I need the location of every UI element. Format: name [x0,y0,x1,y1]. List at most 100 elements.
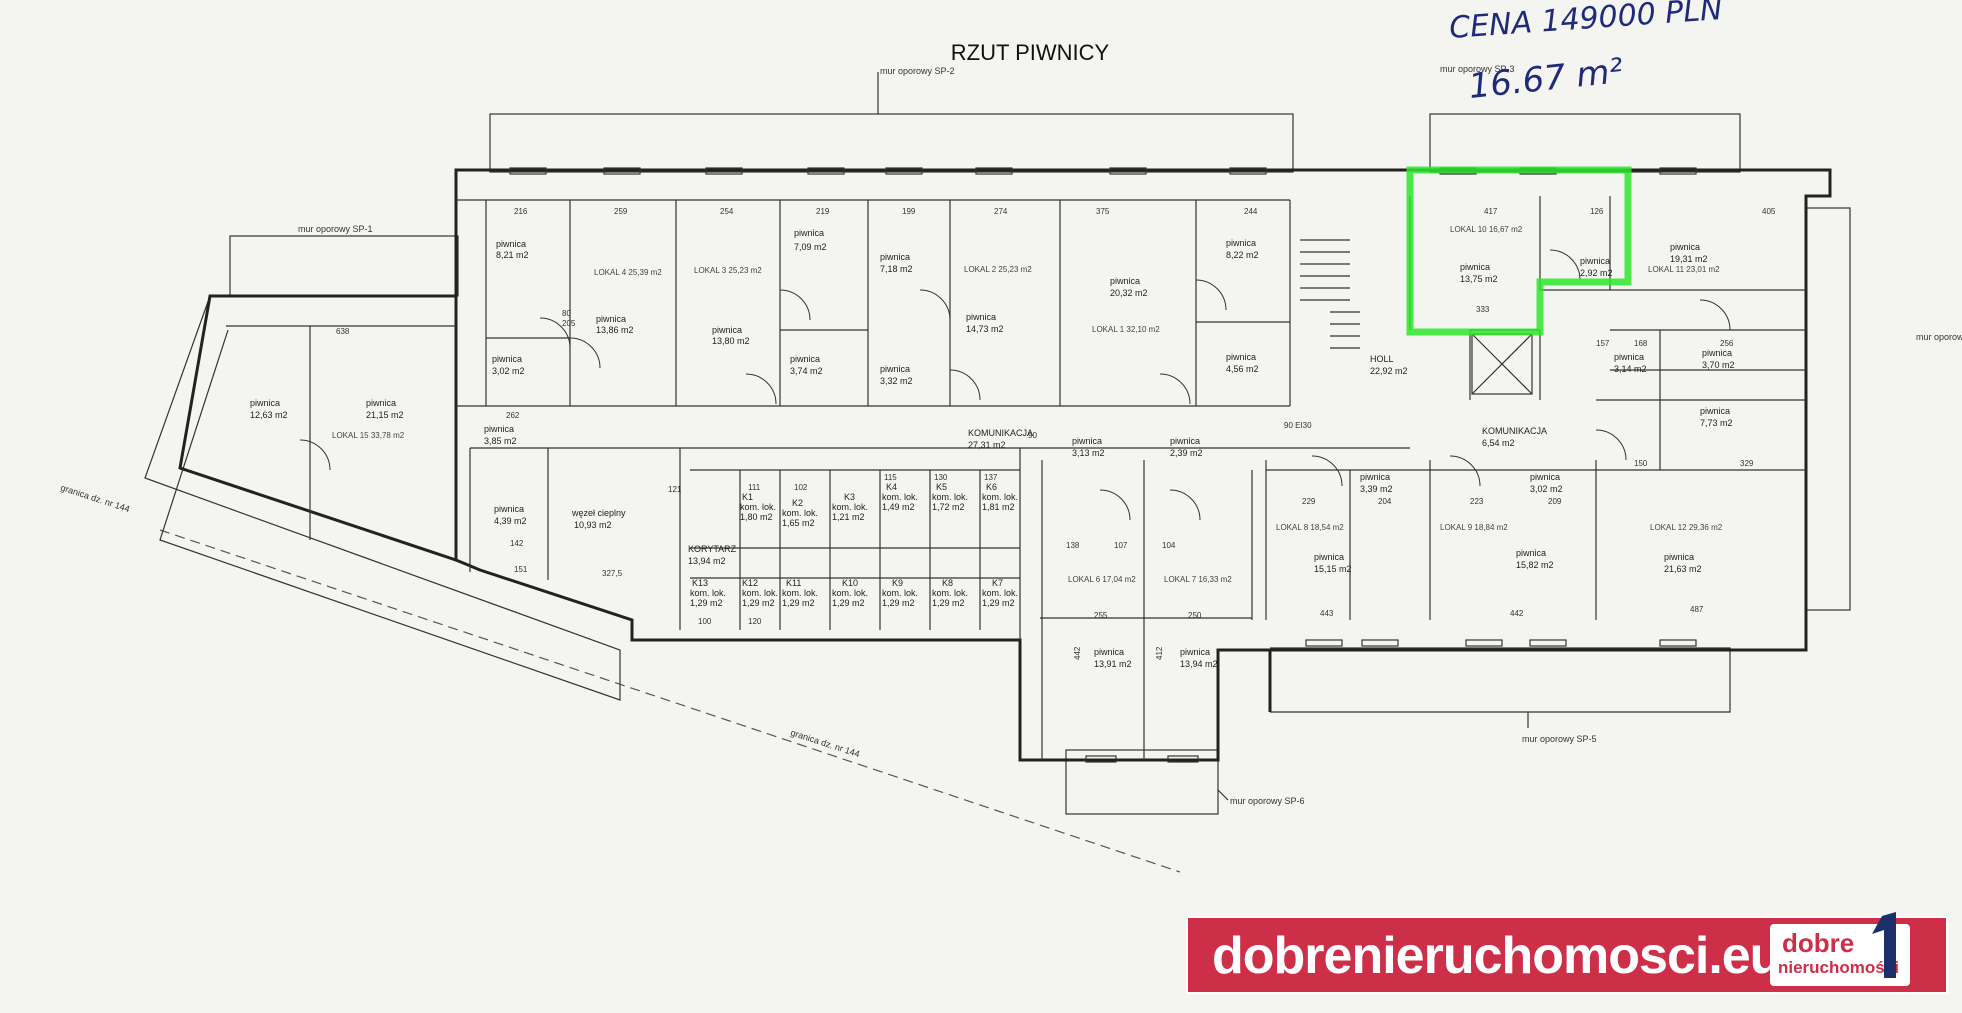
locker-k9-name: kom. lok. [882,588,918,598]
room-r29-area: 3,70 m2 [1702,360,1735,370]
locker-k6-name: kom. lok. [982,492,1018,502]
locker-k1-code: K1 [742,492,753,502]
room-r11-area: 3,32 m2 [880,376,913,386]
locker-k5-name: kom. lok. [932,492,968,502]
locker-labels-bottom: K13 kom. lok. 1,29 m2 K12 kom. lok. 1,29… [690,578,1018,608]
retaining-walls [144,113,1851,815]
dim-137: 137 [984,473,998,482]
locker-k2-code: K2 [792,498,803,508]
dim-115: 115 [884,473,897,482]
room-r18-area: 27,31 m2 [968,440,1006,450]
room-r27-area: 19,31 m2 [1670,254,1708,264]
room-r26-area: 2,92 m2 [1580,268,1613,278]
room-r28-area: 3,14 m2 [1614,364,1647,374]
dim-333: 333 [1476,305,1490,314]
label-east-wall: mur oporowy [1916,332,1962,342]
locker-k6-code: K6 [986,482,997,492]
dim-442: 442 [1510,609,1524,618]
locker-labels-top: K1 kom. lok. 1,80 m2 K2 kom. lok. 1,65 m… [740,482,1018,528]
locker-k12-code: K12 [742,578,758,588]
locker-k2-area: 1,65 m2 [782,518,815,528]
room-r31-name: piwnica [1700,406,1730,416]
room-r1-name: piwnica [496,239,526,249]
locker-k11-name: kom. lok. [782,588,818,598]
dim-126: 126 [1590,207,1604,216]
room-r18-name: KOMUNIKACJA [968,428,1033,438]
room-r19-area: 13,94 m2 [688,556,726,566]
branding-banner[interactable]: dobrenieruchomosci.eu dobre nieruchomośc… [1186,912,1948,994]
room-r21-area: 2,39 m2 [1170,448,1203,458]
room-r1-area: 8,21 m2 [496,250,529,260]
room-r8-area: 8,22 m2 [1226,250,1259,260]
room-r12-area: 4,56 m2 [1226,364,1259,374]
dim-256: 256 [1720,339,1734,348]
room-r25-lokal: LOKAL 10 16,67 m2 [1450,225,1523,234]
room-r30-name: KOMUNIKACJA [1482,426,1547,436]
room-r14-lokal: LOKAL 15 33,78 m2 [332,431,405,440]
room-r2-name: piwnica [596,314,626,324]
room-r17-area: 10,93 m2 [574,520,612,530]
room-r16-name: piwnica [494,504,524,514]
door-80: 80 [562,309,571,318]
locker-k4-code: K4 [886,482,897,492]
room-r2-lokal: LOKAL 4 25,39 m2 [594,268,662,277]
room-r35-name: piwnica [1516,548,1546,558]
dim-104: 104 [1162,541,1176,550]
dim-219: 219 [816,207,830,216]
locker-k13-area: 1,29 m2 [690,598,723,608]
dim-274: 274 [994,207,1008,216]
room-r34-lokal: LOKAL 8 18,54 m2 [1276,523,1344,532]
room-r35-area: 15,82 m2 [1516,560,1554,570]
room-r14-name: piwnica [366,398,396,408]
room-r17-name: węzeł cieplny [571,508,626,518]
room-r32-name: piwnica [1360,472,1390,482]
locker-k8-name: kom. lok. [932,588,968,598]
logo-text-top: dobre [1782,928,1855,958]
dim-244: 244 [1244,207,1258,216]
room-r27-lokal: LOKAL 11 23,01 m2 [1648,265,1720,274]
locker-k10-code: K10 [842,578,858,588]
dim-262: 262 [506,411,520,420]
dim-138: 138 [1066,541,1080,550]
boundary-label-south: granica dz. nr 144 [789,727,861,759]
room-r6-name: piwnica [966,312,996,322]
room-r28-name: piwnica [1614,352,1644,362]
room-r19-name: KORYTARZ [688,544,737,554]
dim-151: 151 [514,565,528,574]
room-r23-lokal: LOKAL 7 16,33 m2 [1164,575,1232,584]
logo-number-one-icon [1872,912,1896,978]
handwritten-price: CENA 149000 PLN [1448,0,1723,46]
locker-dividers [739,470,981,630]
room-r15-area: 3,85 m2 [484,436,517,446]
room-r31-area: 7,73 m2 [1700,418,1733,428]
room-r11-name: piwnica [880,364,910,374]
locker-k2-name: kom. lok. [782,508,818,518]
dim-107: 107 [1114,541,1128,550]
label-sp6: mur oporowy SP-6 [1230,796,1305,806]
room-r6-lokal: LOKAL 2 25,23 m2 [964,265,1032,274]
room-r4-area: 7,09 m2 [794,242,827,252]
dim-487: 487 [1690,605,1704,614]
windows [509,167,1697,763]
locker-k3-name: kom. lok. [832,502,868,512]
website-url[interactable]: dobrenieruchomosci.eu [1212,927,1781,985]
room-r16-area: 4,39 m2 [494,516,527,526]
dim-111: 111 [748,483,761,492]
room-r25-name: piwnica [1460,262,1490,272]
locker-k9-area: 1,29 m2 [882,598,915,608]
room-r22-name: piwnica [1094,647,1124,657]
dim-150: 150 [1634,459,1648,468]
interior-walls [226,196,1806,760]
room-r6-area: 14,73 m2 [966,324,1004,334]
room-r23-name: piwnica [1180,647,1210,657]
locker-k5-code: K5 [936,482,947,492]
dim-168: 168 [1634,339,1648,348]
room-r10-area: 3,74 m2 [790,366,823,376]
room-r3-name: piwnica [712,325,742,335]
room-r13-name: piwnica [250,398,280,408]
room-r9-area: 3,02 m2 [492,366,525,376]
room-r30-area: 6,54 m2 [1482,438,1515,448]
locker-k12-name: kom. lok. [742,588,778,598]
dim-255: 255 [1094,611,1108,620]
dim-121: 121 [668,485,682,494]
